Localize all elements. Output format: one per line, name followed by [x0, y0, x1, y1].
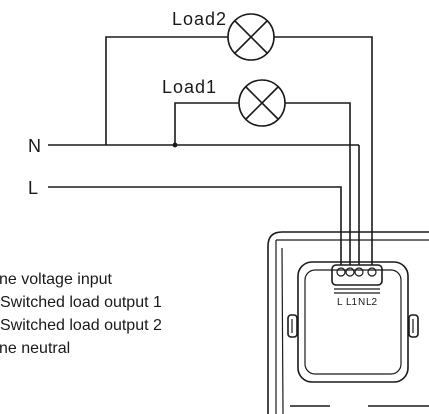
live-label: L — [28, 178, 38, 198]
terminal-legend: ne voltage input Switched load output 1 … — [0, 268, 260, 360]
switch-module — [267, 231, 429, 414]
load1-output-wire — [285, 102, 351, 265]
terminal-block — [331, 264, 383, 286]
terminal-label-l2: L2 — [366, 297, 378, 308]
legend-line-load2: Switched load output 2 — [0, 317, 162, 334]
neutral-wire — [48, 36, 360, 265]
terminal-screw-icon — [336, 267, 346, 277]
legend-line-load1: Switched load output 1 — [0, 294, 162, 311]
load2-output-wire — [274, 36, 373, 265]
live-wire — [48, 186, 342, 265]
terminal-screw-icon — [345, 267, 355, 277]
terminal-label-l1: L1 — [346, 297, 358, 308]
legend-line-live: ne voltage input — [0, 271, 112, 288]
terminal-label-n: N — [358, 297, 365, 308]
load2-label: Load2 — [172, 9, 227, 29]
load1-label: Load1 — [162, 77, 217, 97]
legend-line-neutral: ne neutral — [0, 340, 71, 357]
terminal-label-l: L — [337, 297, 343, 308]
neutral-label: N — [28, 136, 41, 156]
terminal-screw-icon — [354, 267, 364, 277]
load2-lamp-icon — [227, 13, 275, 61]
load1-lamp-icon — [238, 79, 286, 127]
left-clip-icon — [287, 314, 298, 338]
terminal-screw-icon — [367, 267, 377, 277]
right-clip-icon — [408, 314, 419, 338]
